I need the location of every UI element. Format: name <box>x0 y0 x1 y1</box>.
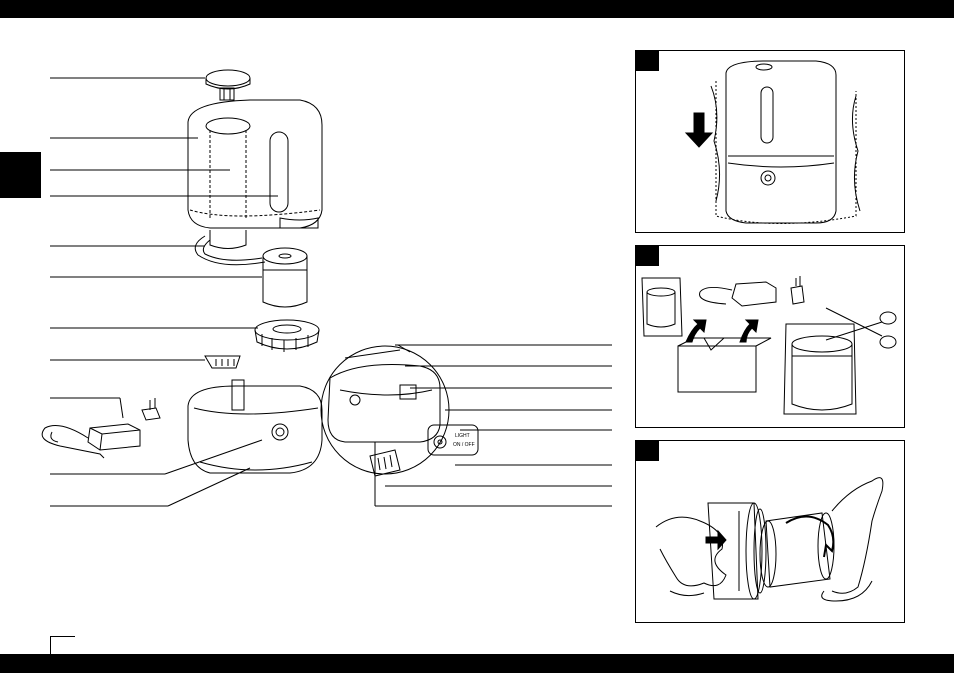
grille-insert <box>205 356 240 368</box>
power-adapter <box>42 398 160 458</box>
step-panel-2 <box>635 245 905 428</box>
up-arrow-right-icon <box>740 320 758 342</box>
step-panel-1 <box>635 50 905 233</box>
step-badge-1 <box>636 51 659 71</box>
filter-cartridge <box>263 248 307 307</box>
top-cap <box>206 70 250 100</box>
step-badge-3 <box>636 441 659 461</box>
leader-lines-right <box>375 345 612 506</box>
up-arrow-left-icon <box>686 320 706 342</box>
bottom-bar <box>0 654 954 673</box>
humidifier-in-bag-illustration <box>636 51 904 232</box>
leader-lines-left <box>50 78 278 506</box>
unpacking-illustration <box>636 246 904 427</box>
step-panel-3 <box>635 440 905 623</box>
on-off-label: ON / OFF <box>453 442 475 448</box>
push-arrow-icon <box>706 531 726 549</box>
filter-ring <box>255 320 319 352</box>
light-label: LIGHT <box>455 433 470 439</box>
filter-cartridge-hands-illustration <box>636 441 904 622</box>
arrow-down-icon <box>686 113 712 147</box>
step-badge-2 <box>636 246 659 266</box>
water-tank <box>188 100 322 265</box>
scissors-icon <box>826 308 896 348</box>
